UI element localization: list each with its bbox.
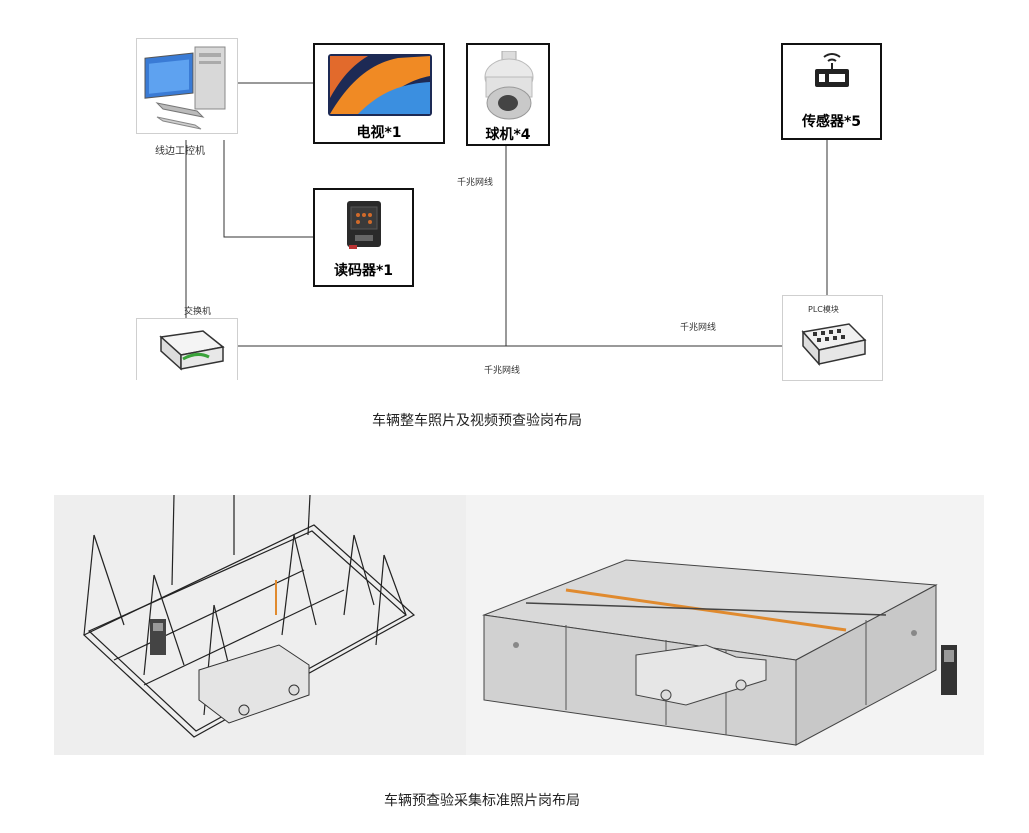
tv-label: 电视*1 [356, 125, 402, 141]
switch-node [136, 318, 238, 380]
code-reader-icon [347, 201, 381, 249]
ipc-node [136, 38, 238, 134]
tv-screen-icon [328, 54, 432, 116]
edge-label-main: 千兆网线 [484, 366, 521, 376]
switch-label: 交换机 [184, 307, 212, 317]
edge-label-plc: 千兆网线 [680, 323, 717, 333]
sensor-label: 传感器*5 [801, 114, 862, 130]
left-render [54, 494, 466, 755]
enclosure-render-icon [466, 495, 984, 755]
edge-label-dome: 千兆网线 [457, 178, 494, 188]
reader-label: 读码器*1 [333, 263, 394, 279]
bottom-caption: 车辆预查验采集标准照片岗布局 [384, 793, 580, 809]
ipc-label: 线边工控机 [155, 146, 205, 157]
dome-camera-icon [484, 51, 534, 120]
plc-module-icon [801, 323, 867, 366]
sensor-node: 传感器*5 [781, 43, 882, 140]
dome-label: 球机*4 [485, 127, 531, 143]
top-caption: 车辆整车照片及视频预查验岗布局 [372, 413, 582, 429]
desktop-computer-icon [144, 46, 226, 130]
network-switch-icon [159, 330, 225, 371]
reader-node: 读码器*1 [313, 188, 414, 287]
dome-node: 球机*4 [466, 43, 550, 146]
plc-node: PLC模块 [782, 295, 883, 381]
sensor-icon [815, 53, 849, 87]
plc-label: PLC模块 [808, 305, 839, 314]
right-render [466, 495, 984, 755]
wireframe-frame-render-icon [54, 494, 466, 755]
tv-node: 电视*1 [313, 43, 445, 144]
